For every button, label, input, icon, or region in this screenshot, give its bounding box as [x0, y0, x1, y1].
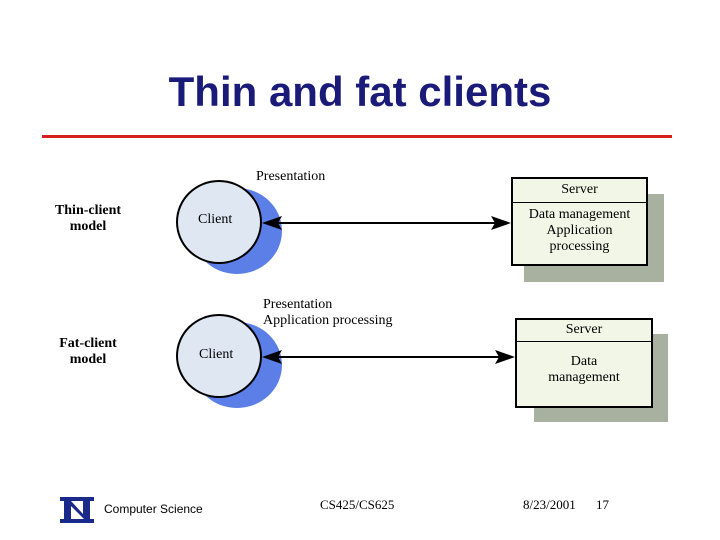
- thin-presentation-label: Presentation: [256, 169, 326, 184]
- thin-server-box: Server Data management Application proce…: [511, 177, 648, 266]
- thin-client-node: [176, 180, 262, 264]
- fat-client-node: [176, 314, 262, 398]
- fat-server-line2: management: [548, 370, 620, 385]
- fat-presentation-line1: Presentation: [263, 297, 333, 312]
- fat-presentation-line2: Application processing: [263, 313, 393, 328]
- footer-date: 8/23/2001: [523, 497, 576, 512]
- thin-server-line1: Data management: [528, 207, 631, 222]
- fat-client-label: Client: [199, 347, 234, 362]
- thin-server-header: Server: [513, 179, 646, 203]
- thin-server-line3: processing: [549, 239, 610, 254]
- thin-server-body: Data management Application processing: [513, 207, 646, 255]
- slide-title: Thin and fat clients: [168, 68, 552, 115]
- title-divider: [42, 135, 672, 138]
- thin-connector-arrow: [262, 216, 511, 230]
- thin-model-line1: Thin-client: [54, 203, 122, 218]
- fat-model-line2: model: [69, 352, 107, 367]
- thin-client-model-label: Thin-client model: [38, 203, 138, 235]
- fat-client-model-label: Fat-client model: [38, 336, 138, 368]
- fat-connector-arrow: [262, 350, 515, 364]
- thin-server-line2: Application: [546, 223, 613, 238]
- fat-server-box: Server Data management: [515, 318, 653, 408]
- footer-course: CS425/CS625: [320, 497, 395, 512]
- thin-client-label: Client: [198, 212, 233, 227]
- fat-server-line1: Data: [570, 354, 598, 369]
- university-logo-icon: [60, 497, 94, 523]
- fat-model-line1: Fat-client: [59, 336, 117, 351]
- fat-presentation-label: Presentation Application processing: [263, 297, 392, 329]
- fat-server-header: Server: [517, 320, 651, 342]
- fat-server-body: Data management: [517, 354, 651, 386]
- thin-model-line2: model: [69, 219, 107, 234]
- footer-page-number: 17: [596, 497, 609, 512]
- footer-department: Computer Science: [104, 502, 203, 516]
